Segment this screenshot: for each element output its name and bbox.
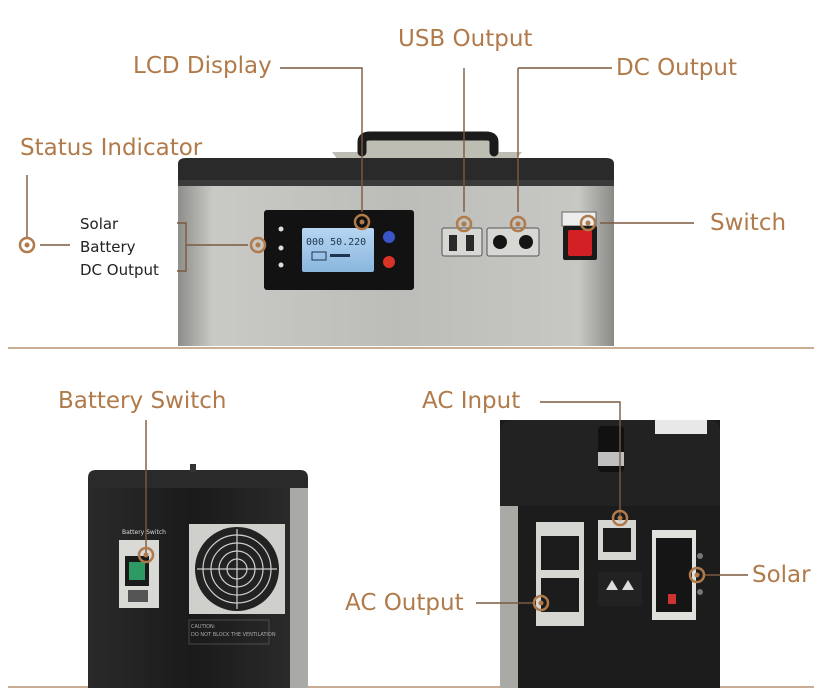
top-callout-lines [26, 67, 694, 272]
ac-output-target-icon [532, 594, 550, 612]
solar-label: Solar [752, 562, 811, 588]
battery-switch-target-icon [137, 546, 155, 564]
lcd-display-label: LCD Display [133, 53, 272, 79]
device-rear [500, 420, 720, 688]
dc-callout-target-icon [509, 215, 527, 233]
status-callout-target-icon [18, 236, 36, 254]
switch-callout-target-icon [579, 214, 597, 232]
battery-switch-label: Battery Switch [58, 388, 227, 414]
status-item-solar: Solar [80, 215, 119, 233]
status-indicator-label: Status Indicator [20, 135, 203, 161]
status-item-battery: Battery [80, 238, 136, 256]
ac-output-label: AC Output [345, 590, 464, 616]
status-panel-target-icon [249, 236, 267, 254]
lcd-callout-target-icon [353, 213, 371, 231]
solar-target-icon [688, 566, 706, 584]
ac-input-label: AC Input [422, 388, 521, 414]
switch-label: Switch [710, 210, 787, 236]
fan-grille-icon [197, 529, 277, 609]
svg-text:Battery Switch: Battery Switch [122, 529, 166, 536]
usb-output-label: USB Output [398, 26, 533, 52]
device-front: 000 50.220 [178, 131, 614, 346]
dc-output-label: DC Output [616, 55, 737, 81]
device-side: Battery Switch CAUTION: DO NOT BLOCK THE… [88, 464, 308, 688]
svg-text:DO NOT BLOCK THE VENTILATION: DO NOT BLOCK THE VENTILATION [191, 632, 276, 638]
lcd-readout: 000 50.220 [306, 237, 366, 248]
status-item-dc-output: DC Output [80, 261, 159, 279]
usb-callout-target-icon [455, 215, 473, 233]
ac-input-target-icon [611, 509, 629, 527]
svg-text:CAUTION:: CAUTION: [191, 624, 216, 630]
